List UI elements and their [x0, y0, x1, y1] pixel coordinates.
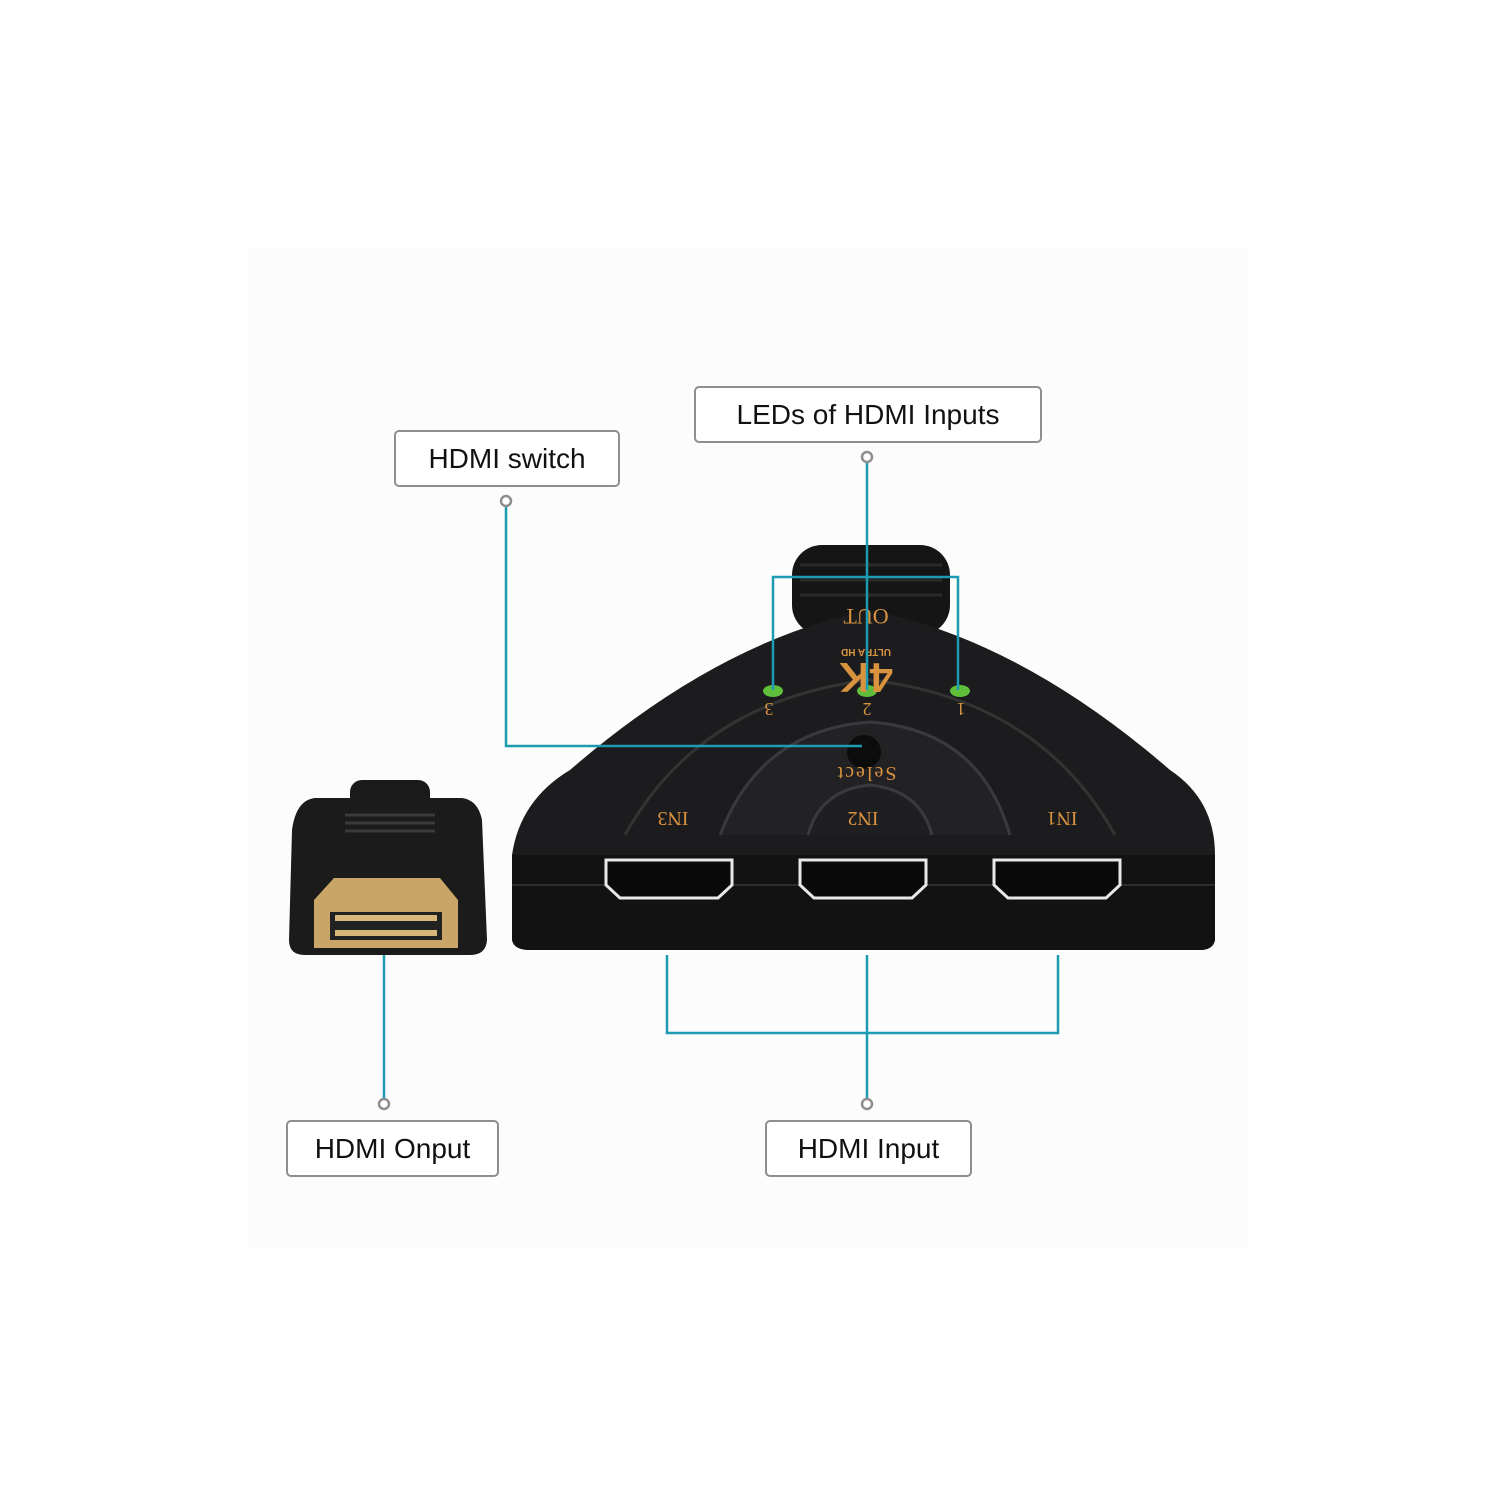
switch-callout-dot [499, 494, 513, 508]
hdmi-port-in3 [604, 858, 734, 900]
input-bracket [665, 955, 1060, 1035]
hdmi-port-in2 [798, 858, 928, 900]
led-label-1: 1 [957, 699, 966, 719]
select-panel [718, 720, 1012, 836]
select-button[interactable] [847, 735, 881, 769]
port-label-in3: IN3 [657, 807, 688, 829]
hdmi-port-in1 [992, 858, 1122, 900]
leds-bracket [771, 575, 960, 690]
callout-leds: LEDs of HDMI Inputs [694, 386, 1042, 443]
callout-hdmi-input: HDMI Input [765, 1120, 972, 1177]
out-label: OUT [843, 604, 889, 629]
port-label-in1: IN1 [1046, 807, 1077, 829]
output-cable [792, 545, 950, 635]
callout-hdmi-output: HDMI Onput [286, 1120, 499, 1177]
output-callout-dot [377, 1097, 391, 1111]
input-callout-dot [860, 1097, 874, 1111]
switch-callout-line [504, 506, 862, 748]
led-2 [857, 685, 877, 697]
port-label-in2: IN2 [847, 807, 878, 829]
hdmi-connector [289, 780, 487, 955]
hdmi-switch-device: OUT 4K ULTRA HD 3 2 1 Select IN3 IN2 IN1 [512, 545, 1215, 950]
led-label-2: 2 [863, 699, 872, 719]
select-label: Select [836, 762, 897, 784]
led-1 [950, 685, 970, 697]
callout-lines [382, 462, 1060, 1099]
led-label-3: 3 [765, 699, 774, 719]
leds-callout-dot [860, 450, 874, 464]
led-3 [763, 685, 783, 697]
callout-hdmi-switch: HDMI switch [394, 430, 620, 487]
